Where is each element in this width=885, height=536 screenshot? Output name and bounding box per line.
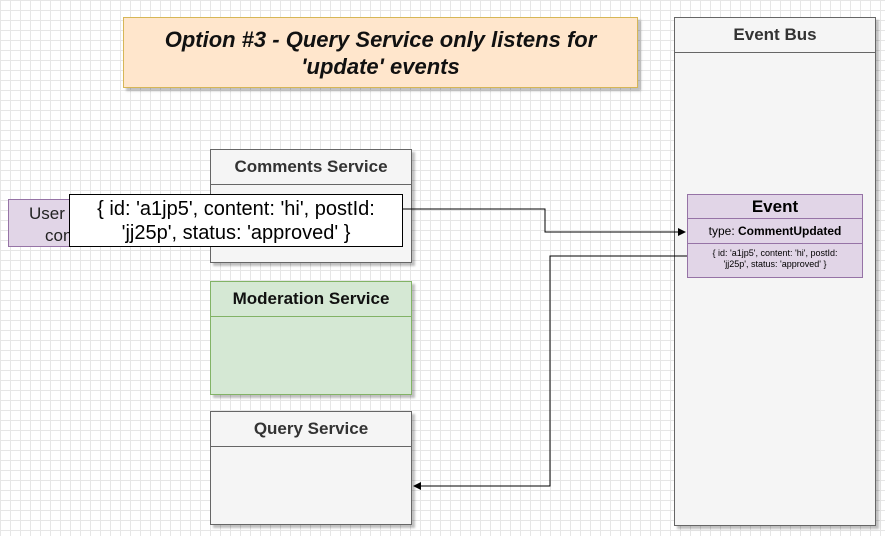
moderation-service-header: Moderation Service	[211, 282, 411, 317]
event-type-row: type: CommentUpdated	[688, 219, 862, 244]
event-data: { id: 'a1jp5', content: 'hi', postId: 'j…	[688, 244, 862, 270]
arrow-comments-to-bus	[403, 208, 686, 236]
query-service[interactable]: Query Service	[210, 411, 412, 525]
user-box-line1: User	[29, 204, 65, 223]
event-data-line2: 'jj25p', status: 'approved' }	[723, 259, 827, 269]
payload-line2: 'jj25p', status: 'approved' }	[121, 222, 351, 244]
diagram-title: Option #3 - Query Service only listens f…	[123, 17, 638, 88]
event-data-line1: { id: 'a1jp5', content: 'hi', postId:	[712, 248, 838, 258]
user-box-line2: con	[45, 226, 73, 245]
diagram-title-text: Option #3 - Query Service only listens f…	[164, 26, 597, 79]
event-card[interactable]: Event type: CommentUpdated { id: 'a1jp5'…	[687, 194, 863, 278]
moderation-service[interactable]: Moderation Service	[210, 281, 412, 395]
payload-line1: { id: 'a1jp5', content: 'hi', postId:	[97, 198, 375, 220]
event-header: Event	[688, 195, 862, 219]
comments-service-header: Comments Service	[211, 150, 411, 185]
event-bus-header: Event Bus	[675, 18, 875, 53]
event-type-value: CommentUpdated	[738, 224, 842, 238]
arrow-bus-to-query	[413, 255, 687, 490]
payload-box[interactable]: { id: 'a1jp5', content: 'hi', postId: 'j…	[69, 194, 403, 247]
event-type-label: type:	[708, 224, 735, 238]
query-service-header: Query Service	[211, 412, 411, 447]
